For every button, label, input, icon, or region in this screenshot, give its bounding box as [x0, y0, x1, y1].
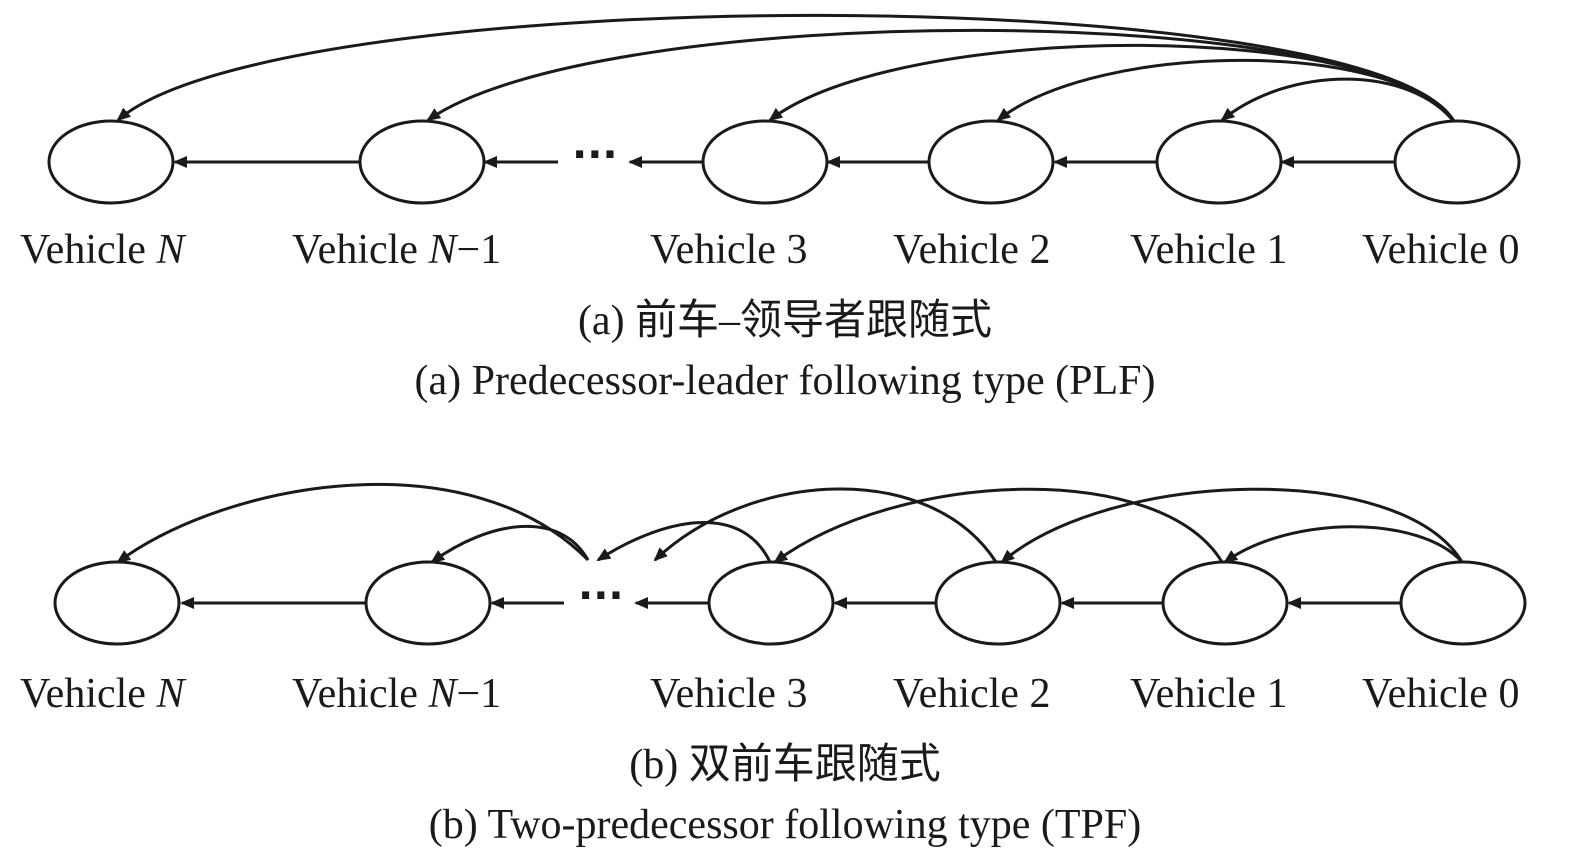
node-b-vehicle-2: [934, 560, 1062, 646]
node-vehicle-3: [701, 119, 829, 205]
node-vehicle-1: [1155, 119, 1283, 205]
edge-dots-to-vN: [116, 482, 590, 564]
edge-v2-to-dots-curve: [653, 487, 998, 563]
label-vehicle-3: Vehicle 3: [650, 227, 807, 273]
plf-labels: Vehicle N Vehicle N−1 Vehicle 3 Vehicle …: [20, 227, 1519, 273]
edge-v0-to-v1-curve: [1223, 525, 1464, 564]
tpf-nodes: [53, 560, 1527, 646]
edge-v3-to-dots-curve: [596, 521, 772, 563]
edge-v0-to-v3: [768, 43, 1457, 124]
edge-v1-to-v3-curve: [773, 487, 1224, 564]
panel-tpf: ··· Vehicle N Vehicle N−1 Vehicle 3 Vehi…: [20, 482, 1527, 848]
plf-nodes: [47, 119, 1521, 205]
edge-v0-to-v2-curve: [1000, 487, 1464, 564]
label-vehicle-2: Vehicle 2: [893, 227, 1050, 273]
node-b-vehicle-3: [707, 560, 835, 646]
label-vehicle-1: Vehicle 1: [1130, 227, 1287, 273]
label-vehicle-n-1: Vehicle N−1: [292, 227, 501, 273]
edge-v0-to-v1: [1220, 77, 1457, 124]
node-b-vehicle-1: [1161, 560, 1289, 646]
label-b-vehicle-0: Vehicle 0: [1362, 671, 1519, 717]
node-b-vehicle-n-1: [364, 560, 492, 646]
tpf-second-predecessor-edges: [116, 482, 1464, 564]
node-vehicle-n-1: [358, 119, 486, 205]
label-b-vehicle-n-1: Vehicle N−1: [292, 671, 501, 717]
edge-v0-to-vN-1: [426, 28, 1457, 124]
panel-plf: ··· Vehicle N Vehicle N−1 Vehicle 3 Vehi…: [20, 13, 1521, 404]
node-vehicle-2: [927, 119, 1055, 205]
plf-leader-edges: [116, 13, 1457, 124]
plf-caption-en: (a) Predecessor-leader following type (P…: [415, 358, 1156, 404]
label-vehicle-0: Vehicle 0: [1362, 227, 1519, 273]
label-b-vehicle-2: Vehicle 2: [893, 671, 1050, 717]
label-b-vehicle-n: Vehicle N: [20, 671, 186, 717]
tpf-labels: Vehicle N Vehicle N−1 Vehicle 3 Vehicle …: [20, 671, 1519, 717]
node-vehicle-0: [1393, 119, 1521, 205]
label-b-vehicle-3: Vehicle 3: [650, 671, 807, 717]
node-b-vehicle-0: [1399, 560, 1527, 646]
edge-v0-to-vN: [116, 13, 1457, 124]
node-b-vehicle-n: [53, 560, 181, 646]
plf-caption-zh: (a) 前车–领导者跟随式: [578, 298, 992, 344]
edge-dots-to-vN-1-curve: [430, 524, 590, 564]
edge-v0-to-v2: [996, 58, 1457, 124]
tpf-caption-zh: (b) 双前车跟随式: [629, 742, 940, 788]
tpf-ellipsis: ···: [578, 573, 624, 619]
node-vehicle-n: [47, 119, 175, 205]
plf-ellipsis: ···: [572, 132, 618, 178]
label-vehicle-n: Vehicle N: [20, 227, 186, 273]
label-b-vehicle-1: Vehicle 1: [1130, 671, 1287, 717]
tpf-caption-en: (b) Two-predecessor following type (TPF): [429, 802, 1141, 848]
